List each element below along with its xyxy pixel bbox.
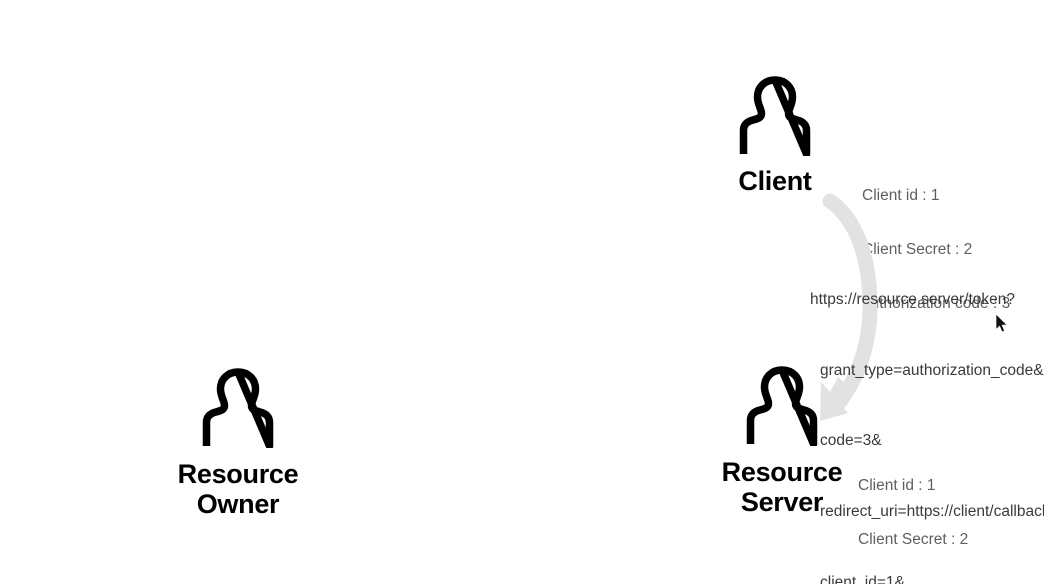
- client-info-line-client-id: Client id : 1: [862, 186, 940, 204]
- request-url-line-code: code=3&: [820, 432, 882, 450]
- person-icon: [745, 366, 819, 451]
- resource-server-info-block: Client id : 1 Client Secret : 2 redirect…: [858, 441, 1029, 584]
- actor-client[interactable]: Client: [715, 76, 835, 196]
- request-url-line-grant-type: grant_type=authorization_code&: [820, 361, 1044, 379]
- request-url-line-client-id: client_id=1&: [820, 573, 905, 584]
- client-to-resource-server-arrow: [790, 185, 900, 435]
- actor-resource-server[interactable]: Resource Server: [718, 366, 846, 517]
- person-icon: [738, 76, 812, 161]
- request-url-line-endpoint: https://resource.server/token?: [810, 291, 1016, 309]
- request-url-line-redirect-uri: redirect_uri=https://client/callback&: [820, 503, 1044, 521]
- actor-resource-owner-label: Resource Owner: [177, 459, 299, 520]
- actor-resource-server-label: Resource Server: [721, 457, 843, 518]
- mouse-pointer-icon: [995, 313, 1009, 334]
- client-info-line-client-secret: Client Secret : 2: [862, 240, 973, 258]
- server-info-line-client-secret: Client Secret : 2: [858, 530, 969, 548]
- actor-resource-owner[interactable]: Resource Owner: [177, 368, 299, 520]
- person-icon: [201, 368, 275, 453]
- client-info-block: Client id : 1 Client Secret : 2 authoriz…: [862, 151, 1010, 349]
- token-request-url-block: https://resource.server/token? grant_typ…: [810, 241, 1044, 584]
- server-info-line-client-id: Client id : 1: [858, 476, 936, 494]
- actor-client-label: Client: [738, 166, 812, 196]
- client-info-line-authorization-code: authorization code : 3: [862, 294, 1011, 312]
